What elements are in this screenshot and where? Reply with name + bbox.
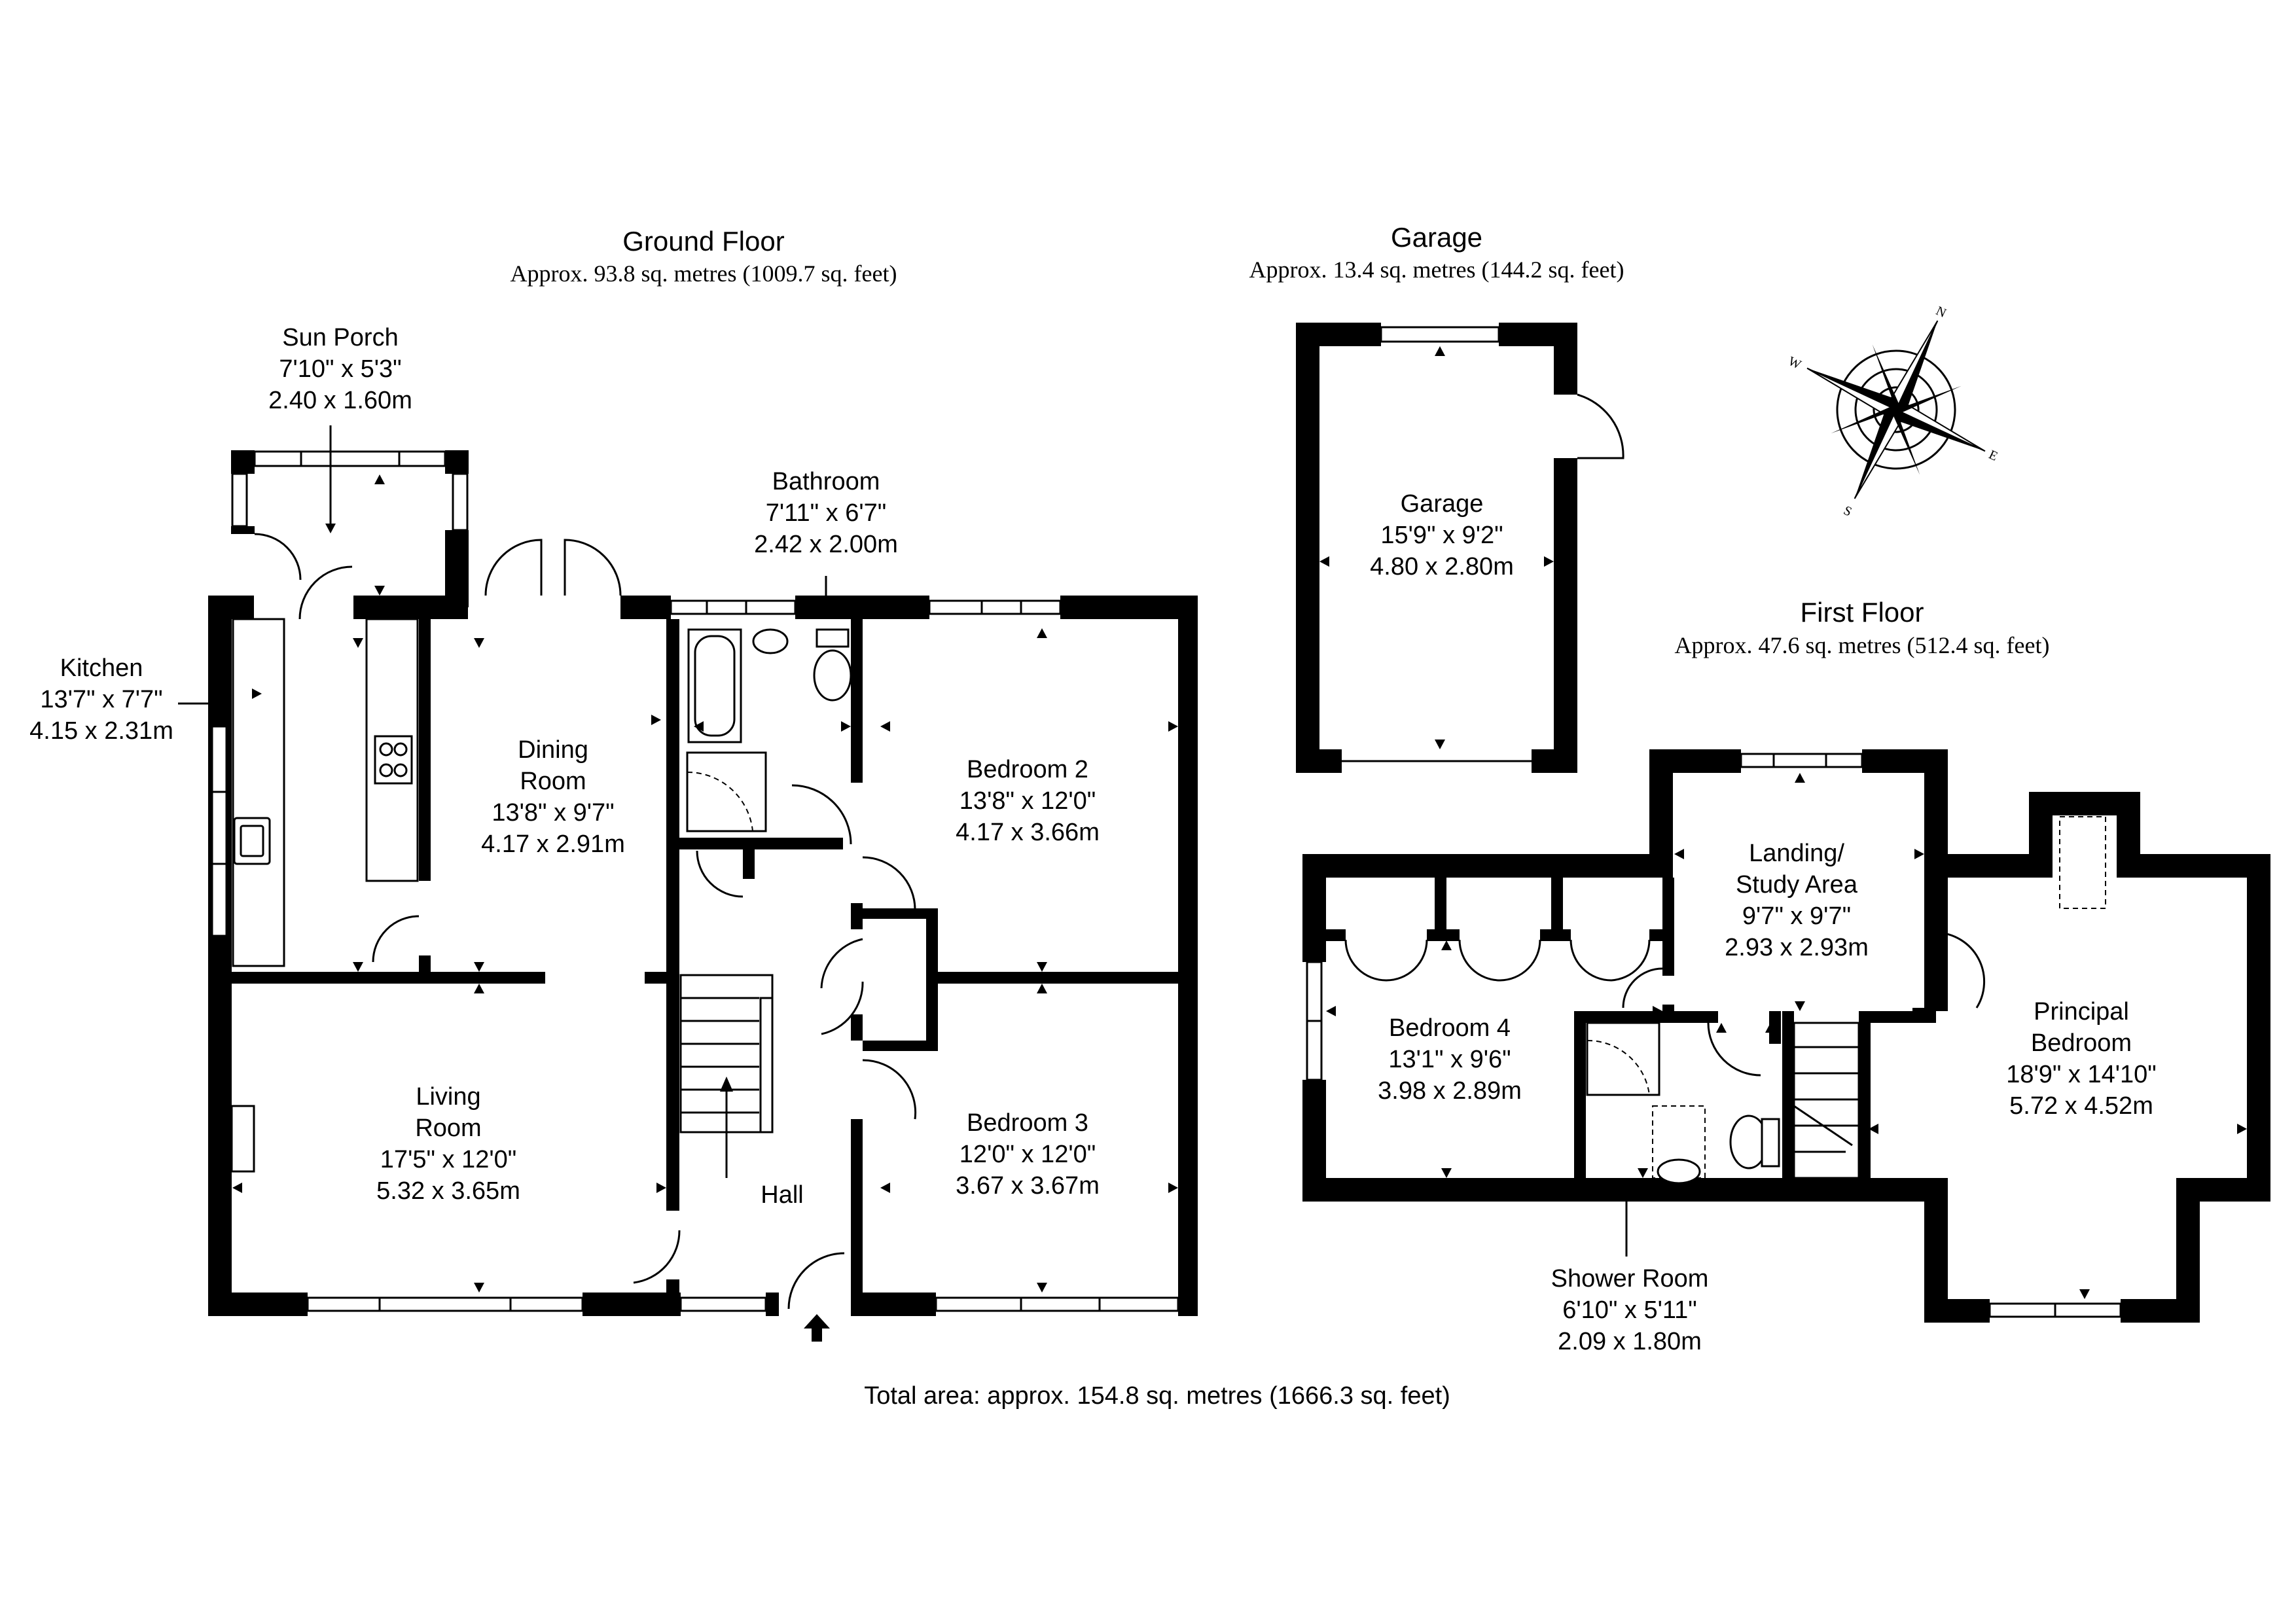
kitchen-imperial: 13'7" x 7'7"	[40, 686, 162, 713]
hall-name: Hall	[761, 1181, 803, 1209]
compass-north-label: N	[1933, 304, 1948, 321]
first-floor-plan	[1302, 749, 2270, 1323]
ground-floor-title: Ground Floor	[622, 226, 784, 257]
compass-west-label: W	[1786, 354, 1804, 372]
bedroom-4-imperial: 13'1" x 9'6"	[1388, 1046, 1511, 1073]
dining-room-imperial: 13'8" x 9'7"	[492, 799, 614, 827]
living-room-imperial: 17'5" x 12'0"	[380, 1146, 516, 1173]
first-floor-area: Approx. 47.6 sq. metres (512.4 sq. feet)	[1675, 632, 2050, 658]
compass-rose-icon: N E S W	[1786, 304, 2000, 520]
sun-porch-metric: 2.40 x 1.60m	[268, 387, 412, 414]
bedroom-3-imperial: 12'0" x 12'0"	[960, 1141, 1096, 1168]
compass-south-label: S	[1841, 503, 1854, 520]
landing-metric: 2.93 x 2.93m	[1725, 934, 1869, 961]
principal-bedroom-name-line2: Bedroom	[2031, 1029, 2132, 1057]
bedroom-3-name: Bedroom 3	[967, 1109, 1088, 1137]
kitchen-name: Kitchen	[60, 654, 143, 682]
principal-bedroom-imperial: 18'9" x 14'10"	[2006, 1061, 2157, 1088]
bathroom-name: Bathroom	[772, 468, 880, 495]
shower-room-imperial: 6'10" x 5'11"	[1562, 1296, 1697, 1324]
bathroom-metric: 2.42 x 2.00m	[754, 531, 898, 558]
bedroom-4-metric: 3.98 x 2.89m	[1378, 1077, 1522, 1105]
bedroom-2-imperial: 13'8" x 12'0"	[960, 787, 1096, 815]
principal-bedroom-metric: 5.72 x 4.52m	[2009, 1092, 2153, 1120]
shower-room-metric: 2.09 x 1.80m	[1558, 1328, 1702, 1355]
compass-east-label: E	[1986, 448, 2000, 464]
landing-name-line2: Study Area	[1736, 871, 1858, 899]
ground-floor-plan	[208, 450, 1198, 1342]
dining-room-name-line1: Dining	[518, 736, 588, 764]
dining-room-metric: 4.17 x 2.91m	[481, 830, 625, 858]
total-area: Total area: approx. 154.8 sq. metres (16…	[864, 1382, 1450, 1410]
principal-bedroom-name-line1: Principal	[2034, 998, 2129, 1026]
living-room-metric: 5.32 x 3.65m	[376, 1177, 520, 1205]
landing-name-line1: Landing/	[1749, 840, 1844, 867]
garage-metric: 4.80 x 2.80m	[1370, 553, 1514, 580]
garage-name: Garage	[1401, 490, 1484, 518]
bathroom-imperial: 7'11" x 6'7"	[766, 499, 886, 527]
bedroom-2-metric: 4.17 x 3.66m	[956, 819, 1100, 846]
first-floor-title: First Floor	[1801, 597, 1924, 628]
garage-plan	[1296, 323, 1624, 773]
ground-floor-area: Approx. 93.8 sq. metres (1009.7 sq. feet…	[511, 260, 897, 287]
garage-imperial: 15'9" x 9'2"	[1380, 522, 1503, 549]
bedroom-2-name: Bedroom 2	[967, 756, 1088, 783]
garage-title: Garage	[1391, 222, 1482, 253]
shower-room-name: Shower Room	[1551, 1265, 1709, 1293]
garage-area: Approx. 13.4 sq. metres (144.2 sq. feet)	[1249, 257, 1624, 283]
bedroom-3-metric: 3.67 x 3.67m	[956, 1172, 1100, 1200]
landing-imperial: 9'7" x 9'7"	[1742, 902, 1851, 930]
living-room-name-line2: Room	[415, 1115, 481, 1142]
dining-room-name-line2: Room	[520, 768, 586, 795]
kitchen-metric: 4.15 x 2.31m	[29, 717, 173, 745]
sun-porch-imperial: 7'10" x 5'3"	[279, 355, 401, 383]
bedroom-4-name: Bedroom 4	[1389, 1014, 1511, 1042]
living-room-name-line1: Living	[416, 1083, 480, 1111]
sun-porch-name: Sun Porch	[282, 324, 398, 351]
